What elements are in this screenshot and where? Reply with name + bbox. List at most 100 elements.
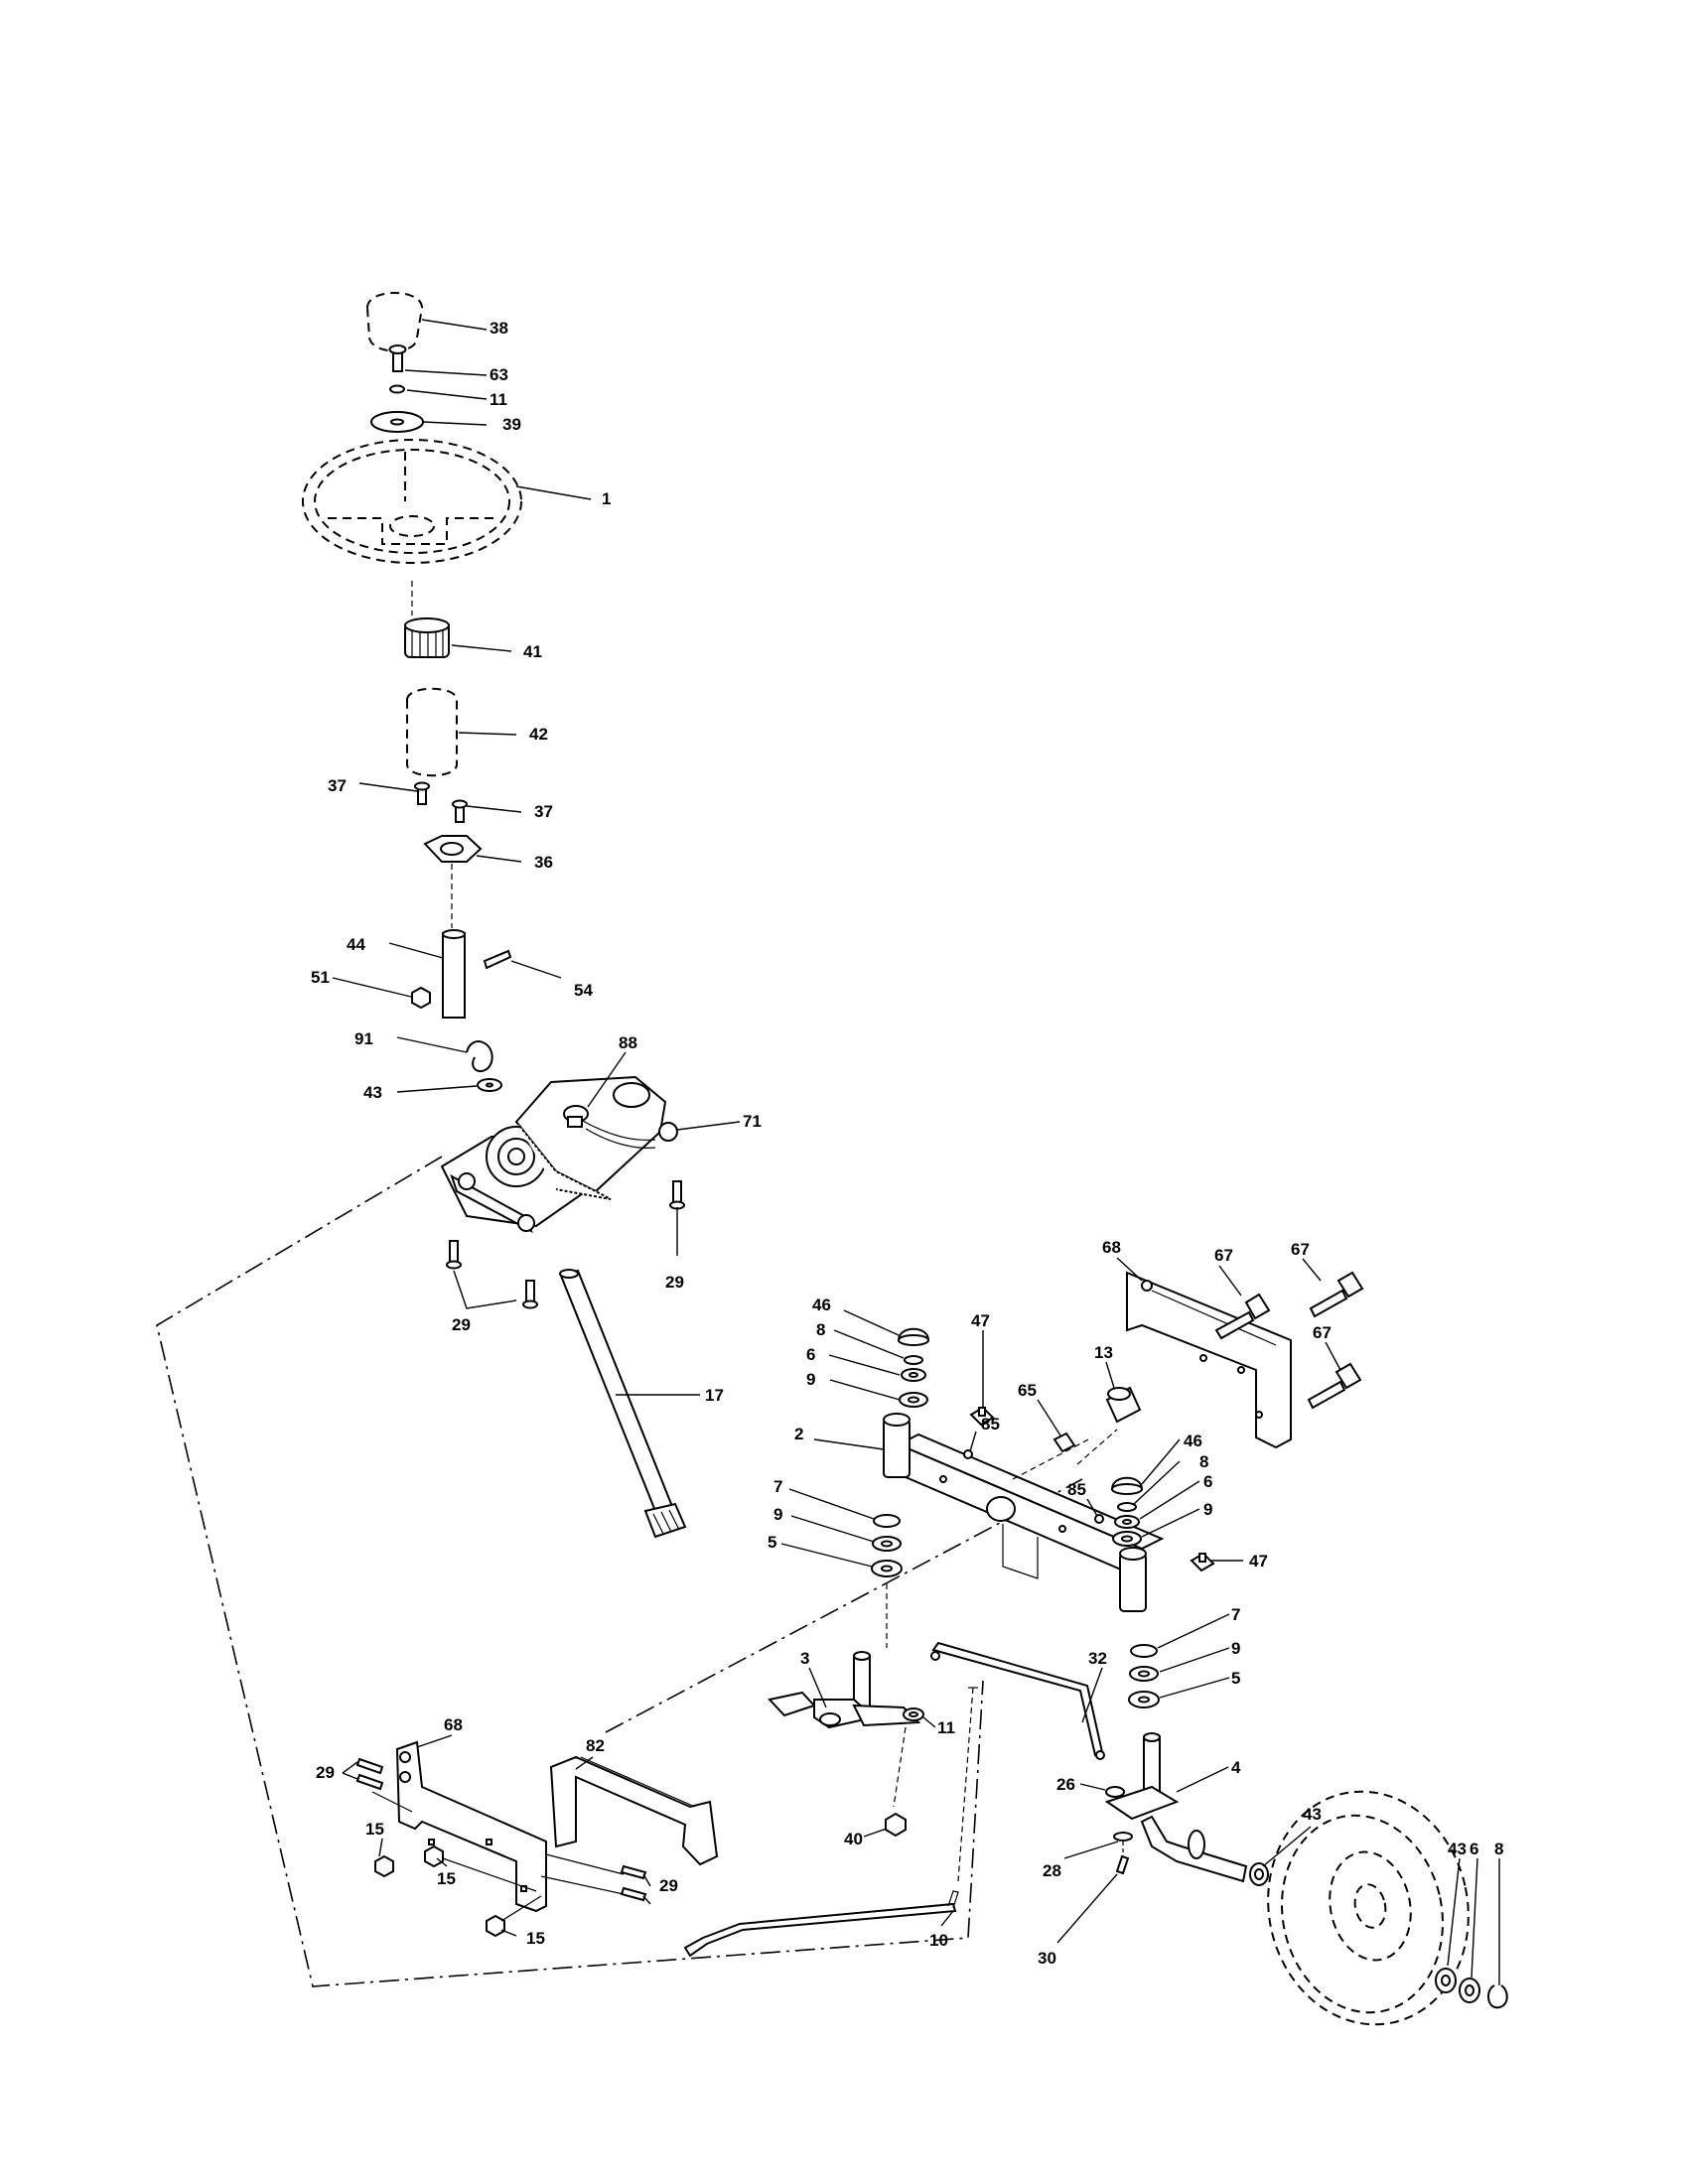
callout-44: 44	[347, 935, 365, 954]
callout-88: 88	[619, 1033, 637, 1052]
bolt-67-a	[1214, 1293, 1271, 1340]
washer-7-left	[873, 1514, 901, 1528]
bolt-37-right	[452, 799, 468, 823]
tie-rod	[930, 1641, 1105, 1760]
callout-43-upper: 43	[363, 1083, 382, 1102]
nut-15-a	[374, 1854, 394, 1878]
steering-wheel-cap	[365, 292, 424, 352]
callout-6-right: 6	[1203, 1472, 1212, 1491]
bushing-flange	[423, 835, 483, 863]
lock-washer	[389, 384, 405, 394]
axle-pivot-bracket	[1126, 1271, 1292, 1449]
callout-28: 28	[1043, 1861, 1061, 1880]
callout-30: 30	[1038, 1949, 1056, 1968]
callout-9-left: 9	[806, 1370, 815, 1389]
pin-88	[563, 1105, 589, 1128]
callout-7-right: 7	[1231, 1605, 1240, 1624]
steering-sector-gear	[514, 1075, 678, 1200]
ring-8-left	[904, 1355, 923, 1365]
callout-54: 54	[574, 981, 593, 1000]
phantom-line-center	[605, 1478, 1083, 1733]
bolts-29-lower-left	[355, 1757, 384, 1791]
nut-11	[903, 1707, 924, 1721]
callout-47-right: 47	[1249, 1552, 1268, 1570]
front-wheel	[1267, 1790, 1470, 2026]
callout-29-lower-left: 29	[316, 1763, 335, 1782]
drag-link	[683, 1890, 959, 1958]
callout-11-lower: 11	[937, 1718, 955, 1737]
washer-9-right-lower	[1129, 1666, 1159, 1682]
nut-40	[885, 1812, 907, 1838]
callout-29-left: 29	[452, 1315, 471, 1334]
cap-46-right	[1110, 1476, 1144, 1495]
callout-13: 13	[1094, 1343, 1113, 1362]
bolt-30	[1115, 1854, 1130, 1875]
pin-65	[1052, 1432, 1076, 1453]
callout-5-right: 5	[1231, 1669, 1240, 1688]
callout-37-right: 37	[534, 802, 553, 821]
callout-46-left: 46	[812, 1296, 831, 1314]
washer-7-right	[1130, 1644, 1158, 1658]
callout-8-outer: 8	[1494, 1840, 1503, 1858]
callout-42: 42	[529, 725, 548, 744]
callout-46-right: 46	[1184, 1432, 1202, 1450]
callout-15-b: 15	[437, 1869, 456, 1888]
callout-1: 1	[602, 489, 611, 508]
nut-15-c	[486, 1914, 505, 1938]
callout-67-b: 67	[1291, 1240, 1310, 1259]
washer-6-outer	[1459, 1978, 1480, 2003]
callout-29-lower-right: 29	[659, 1876, 678, 1895]
callout-32: 32	[1088, 1649, 1107, 1668]
callout-41: 41	[523, 642, 542, 661]
callout-39: 39	[502, 415, 521, 434]
leader-lines	[332, 319, 1500, 1985]
callout-71: 71	[743, 1112, 762, 1131]
callout-43-outer: 43	[1448, 1840, 1467, 1858]
callout-40: 40	[844, 1830, 863, 1848]
washer-6-right	[1114, 1515, 1140, 1529]
callout-6-outer: 6	[1470, 1840, 1478, 1858]
washer-9-right	[1112, 1531, 1142, 1547]
pitman-shaft	[559, 1269, 687, 1539]
callout-15-a: 15	[365, 1820, 384, 1839]
spring-clip	[466, 1040, 493, 1072]
bolt-29-left-a	[446, 1240, 462, 1270]
steering-shaft	[442, 929, 466, 1019]
callout-65: 65	[1018, 1381, 1037, 1400]
steering-column-cover	[406, 687, 458, 777]
clip-8-outer	[1487, 1984, 1508, 2009]
callout-37-left: 37	[328, 776, 347, 795]
callout-85-left: 85	[981, 1415, 1000, 1433]
callout-68-upper: 68	[1102, 1238, 1121, 1257]
washer-43	[477, 1078, 502, 1092]
callout-29-right: 29	[665, 1273, 684, 1292]
mount-bracket-82	[549, 1755, 719, 1866]
steering-bracket-68	[395, 1740, 547, 1913]
callout-38: 38	[490, 319, 508, 338]
nut-15-b	[424, 1844, 444, 1868]
bolt-29-left-b	[522, 1280, 538, 1309]
callout-67-c: 67	[1313, 1323, 1332, 1342]
callout-85-right: 85	[1067, 1480, 1086, 1499]
callout-26: 26	[1056, 1775, 1075, 1794]
bolt-67-c	[1307, 1362, 1362, 1410]
steering-gear-bracket	[440, 1126, 588, 1234]
callout-9-right: 9	[1203, 1500, 1212, 1519]
washer-6-left	[901, 1368, 926, 1382]
callout-7-left: 7	[773, 1477, 782, 1496]
front-axle	[883, 1413, 1165, 1612]
callout-10: 10	[929, 1931, 948, 1950]
steering-wheel	[302, 439, 522, 564]
callout-9-right-lower: 9	[1231, 1639, 1240, 1658]
callout-3: 3	[800, 1649, 809, 1668]
callout-36: 36	[534, 853, 553, 872]
callout-8-right: 8	[1199, 1452, 1208, 1471]
steering-adapter	[404, 617, 450, 658]
callout-labels: 38 63 11 39 1 41 42 37 37 36 44 51 54 91…	[311, 319, 1503, 1968]
bolts-29-lower-right	[620, 1864, 647, 1902]
bolt-29-right	[669, 1180, 685, 1210]
washer-43-inner	[1249, 1862, 1269, 1886]
bolt-54	[483, 949, 512, 970]
wheel-washer	[370, 411, 424, 433]
